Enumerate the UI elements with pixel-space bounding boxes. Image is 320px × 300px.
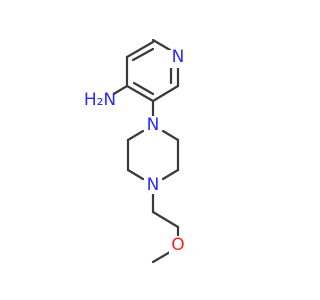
pyridine-ring	[125, 38, 180, 103]
atom-piperazine-n4: N	[144, 175, 162, 195]
bond-c3-c4	[125, 84, 155, 103]
atom-piperazine-n1: N	[144, 115, 162, 135]
double-bond-c5-c6-inner	[131, 47, 155, 62]
double-bond-c3-c4-inner	[132, 81, 155, 96]
pyridine-n-label: N	[172, 47, 185, 67]
piperazine-ring	[126, 129, 180, 181]
structure-diagram: N H₂N N N O	[83, 38, 187, 264]
bond-ch2a-ch2b	[151, 210, 180, 229]
bond-o-ch3	[151, 250, 172, 264]
bond-c4-amine	[110, 84, 129, 97]
bond-c6-n1	[151, 38, 172, 52]
bond-n1-ca	[161, 129, 180, 142]
amine-label: H₂N	[84, 90, 116, 110]
bond-cd-n1	[126, 129, 145, 142]
bond-c5-c6	[125, 40, 155, 59]
bond-cb-n4	[161, 168, 180, 181]
atom-amine: H₂N	[84, 90, 116, 110]
ether-o-label: O	[171, 235, 184, 255]
piperazine-n4-label: N	[147, 175, 160, 195]
atom-pyridine-n: N	[168, 47, 186, 68]
bond-n4-cc	[126, 168, 145, 181]
molecule-svg: N H₂N N N O	[83, 38, 187, 264]
bond-c2-c3	[151, 84, 180, 103]
atom-ether-o: O	[169, 235, 187, 255]
piperazine-n1-label: N	[147, 115, 160, 135]
